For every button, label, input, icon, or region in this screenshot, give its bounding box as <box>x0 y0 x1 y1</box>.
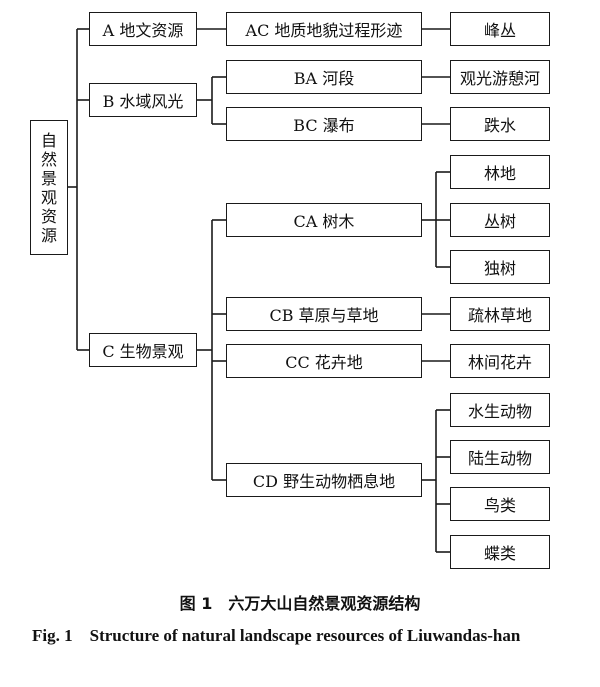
node-cb: CB 草原与草地 <box>226 297 422 331</box>
root-char: 源 <box>40 225 57 245</box>
leaf-aca: 峰丛 <box>450 12 550 46</box>
node-ba: BA 河段 <box>226 60 422 94</box>
leaf-caa: 林地 <box>450 155 550 189</box>
leaf-cdb: 陆生动物 <box>450 440 550 474</box>
leaf-cac: 独树 <box>450 250 550 284</box>
node-b: B 水域风光 <box>89 83 197 117</box>
leaf-cdc: 鸟类 <box>450 487 550 521</box>
leaf-cca: 林间花卉 <box>450 344 550 378</box>
figure-title: Structure of natural landscape resources… <box>89 626 521 645</box>
leaf-cba: 疏林草地 <box>450 297 550 331</box>
figure-caption-en: Fig. 1 Structure of natural landscape re… <box>32 622 572 650</box>
leaf-cdd: 蝶类 <box>450 535 550 569</box>
node-c: C 生物景观 <box>89 333 197 367</box>
root-char: 观 <box>40 187 57 207</box>
node-cd: CD 野生动物栖息地 <box>226 463 422 497</box>
root-char: 然 <box>40 149 57 169</box>
leaf-cda: 水生动物 <box>450 393 550 427</box>
root-node: 自 然 景 观 资 源 <box>30 120 68 255</box>
node-a: A 地文资源 <box>89 12 197 46</box>
node-ac: AC 地质地貌过程形迹 <box>226 12 422 46</box>
figure-label: Fig. 1 <box>32 626 73 645</box>
figure-caption-cn: 图 1 六万大山自然景观资源结构 <box>179 594 421 613</box>
node-ca: CA 树木 <box>226 203 422 237</box>
leaf-cab: 丛树 <box>450 203 550 237</box>
root-char: 景 <box>40 168 57 188</box>
node-cc: CC 花卉地 <box>226 344 422 378</box>
root-char: 自 <box>40 130 57 150</box>
leaf-bca: 跌水 <box>450 107 550 141</box>
leaf-baa: 观光游憩河 <box>450 60 550 94</box>
root-char: 资 <box>40 206 57 226</box>
node-bc: BC 瀑布 <box>226 107 422 141</box>
